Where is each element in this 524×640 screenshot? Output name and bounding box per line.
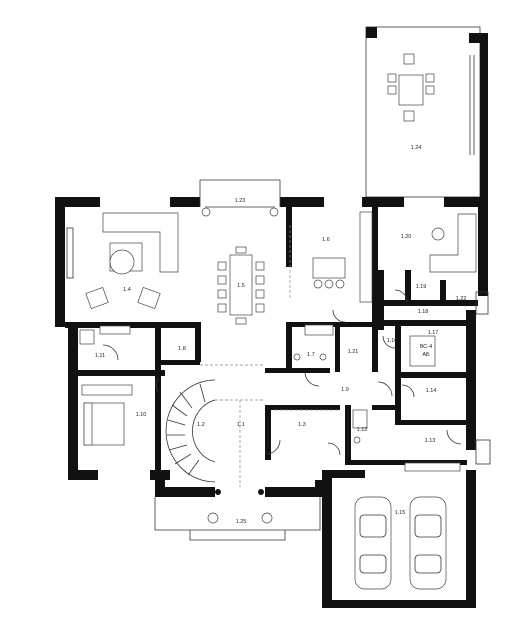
room-label-1-8: 1.8: [178, 346, 186, 352]
room-label-1-23: 1.23: [235, 198, 246, 204]
dining-table: [217, 246, 265, 325]
room-label-1-13: 1.13: [425, 438, 436, 444]
doors: [102, 289, 491, 465]
porch-1-25: [154, 489, 321, 541]
room-label-1-15: 1.15: [395, 510, 406, 516]
dining-set-terrace: [387, 53, 435, 122]
room-label-1-1: 1.1: [237, 422, 245, 428]
room-label-1-19: 1.19: [416, 284, 427, 290]
boiler-label-1: ВС-4: [420, 344, 432, 350]
room-label-1-5: 1.5: [237, 283, 245, 289]
room-label-1-10: 1.10: [136, 412, 147, 418]
room-label-1-20: 1.20: [401, 234, 412, 240]
sanitary-fixtures: [79, 324, 461, 472]
room-label-1-9: 1.9: [341, 387, 349, 393]
room-label-1-22: 1.22: [456, 296, 467, 302]
room-label-1-3: 1.3: [298, 422, 306, 428]
room-label-1-24: 1.24: [411, 145, 422, 151]
room-label-1-17: 1.17: [428, 330, 439, 336]
room-label-1-14: 1.14: [426, 388, 437, 394]
room-label-1-12: 1.12: [357, 427, 368, 433]
room-label-1-11: 1.11: [95, 353, 105, 359]
boiler-label-2: АБ: [422, 352, 430, 358]
room-label-1-4: 1.4: [123, 287, 131, 293]
room-label-1-2: 1.2: [197, 422, 205, 428]
room-label-1-21: 1.21: [348, 349, 359, 355]
terrace-1-24: [365, 26, 488, 206]
room-label-1-25: 1.25: [236, 519, 247, 525]
bay-1-23: [199, 179, 281, 217]
room-label-1-6: 1.6: [322, 237, 330, 243]
bedroom-furniture: [81, 384, 133, 446]
room-labels: 1.1 1.2 1.3 1.4 1.5 1.6 1.7 1.8 1.9 1.10…: [95, 145, 467, 525]
room-1-20-furniture: [429, 213, 477, 273]
room-label-1-18: 1.18: [418, 309, 429, 315]
room-label-1-16: 1.16: [387, 338, 398, 344]
kitchen-furniture: [289, 211, 373, 303]
staircase: [165, 379, 265, 487]
garage-cars: [354, 496, 447, 590]
room-label-1-7: 1.7: [307, 352, 315, 358]
interior-walls: [65, 207, 478, 485]
living-furniture: [66, 212, 179, 310]
